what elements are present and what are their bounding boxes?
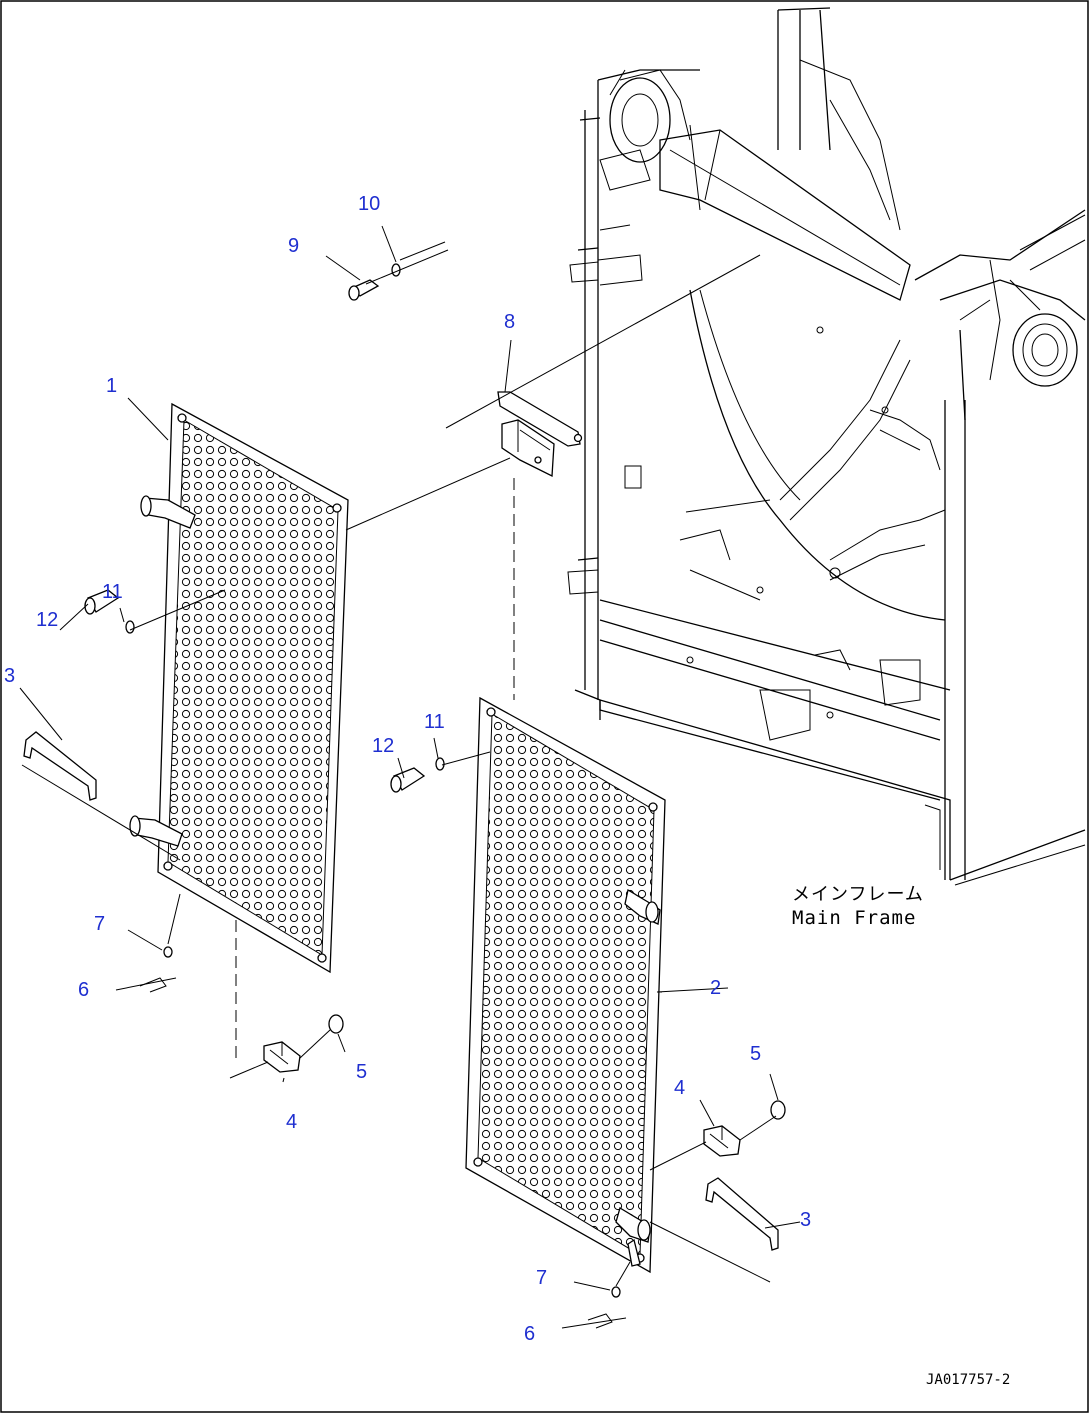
callout-7: 7 [536, 1267, 547, 1289]
callouts: 1 2 3 3 4 4 5 5 6 6 7 7 8 9 10 11 11 12 … [4, 193, 811, 1345]
figure-code: JA017757-2 [926, 1372, 1010, 1388]
callout-1: 1 [106, 375, 117, 397]
callout-11: 11 [102, 581, 123, 603]
callout-2: 2 [710, 977, 721, 999]
part-7-pin-left [163, 946, 173, 958]
part-6-clip-right [587, 1313, 613, 1329]
part-8-bracket [497, 391, 583, 478]
part-3-handle-right [705, 1177, 779, 1251]
part-9-bolt [348, 279, 380, 301]
part-4-latch-left [263, 1041, 301, 1073]
part-5-screw-left [328, 1014, 344, 1034]
callout-9: 9 [288, 235, 299, 257]
callout-7: 7 [94, 913, 105, 935]
callout-12: 12 [36, 609, 58, 631]
callout-4: 4 [286, 1111, 297, 1133]
leader-lines [19, 225, 801, 1291]
part-3-handle-left [23, 731, 97, 801]
part-12-bolt-left [84, 589, 120, 615]
part-11-washer-left [125, 620, 135, 634]
part-5-screw-right [770, 1100, 786, 1120]
hinge-upper-left [140, 495, 196, 529]
callout-11: 11 [424, 711, 445, 733]
part-7-pin-right [611, 1286, 621, 1298]
grille-panel-1 [129, 402, 349, 974]
callout-4: 4 [674, 1077, 685, 1099]
callout-3: 3 [4, 665, 15, 687]
callout-6: 6 [78, 979, 89, 1001]
callout-5: 5 [356, 1061, 367, 1083]
main-frame [567, 7, 1086, 886]
callout-12: 12 [372, 735, 394, 757]
callout-10: 10 [358, 193, 380, 215]
hinge-upper-right [624, 888, 661, 925]
part-11-washer-middle [435, 757, 445, 771]
callout-6: 6 [524, 1323, 535, 1345]
grille-panel-2 [465, 696, 666, 1274]
callout-3: 3 [800, 1209, 811, 1231]
assembly-lines [21, 241, 777, 1329]
frame-label-english: Main Frame [792, 907, 916, 929]
callout-8: 8 [504, 311, 515, 333]
hinge-lower-right [615, 1207, 651, 1267]
part-4-latch-right [703, 1125, 741, 1157]
frame-label-japanese: メインフレーム [792, 884, 924, 905]
part-6-clip-left [139, 977, 167, 993]
hinge-lower-left [129, 815, 183, 847]
part-12-bolt-middle [390, 767, 426, 793]
callout-5: 5 [750, 1043, 761, 1065]
